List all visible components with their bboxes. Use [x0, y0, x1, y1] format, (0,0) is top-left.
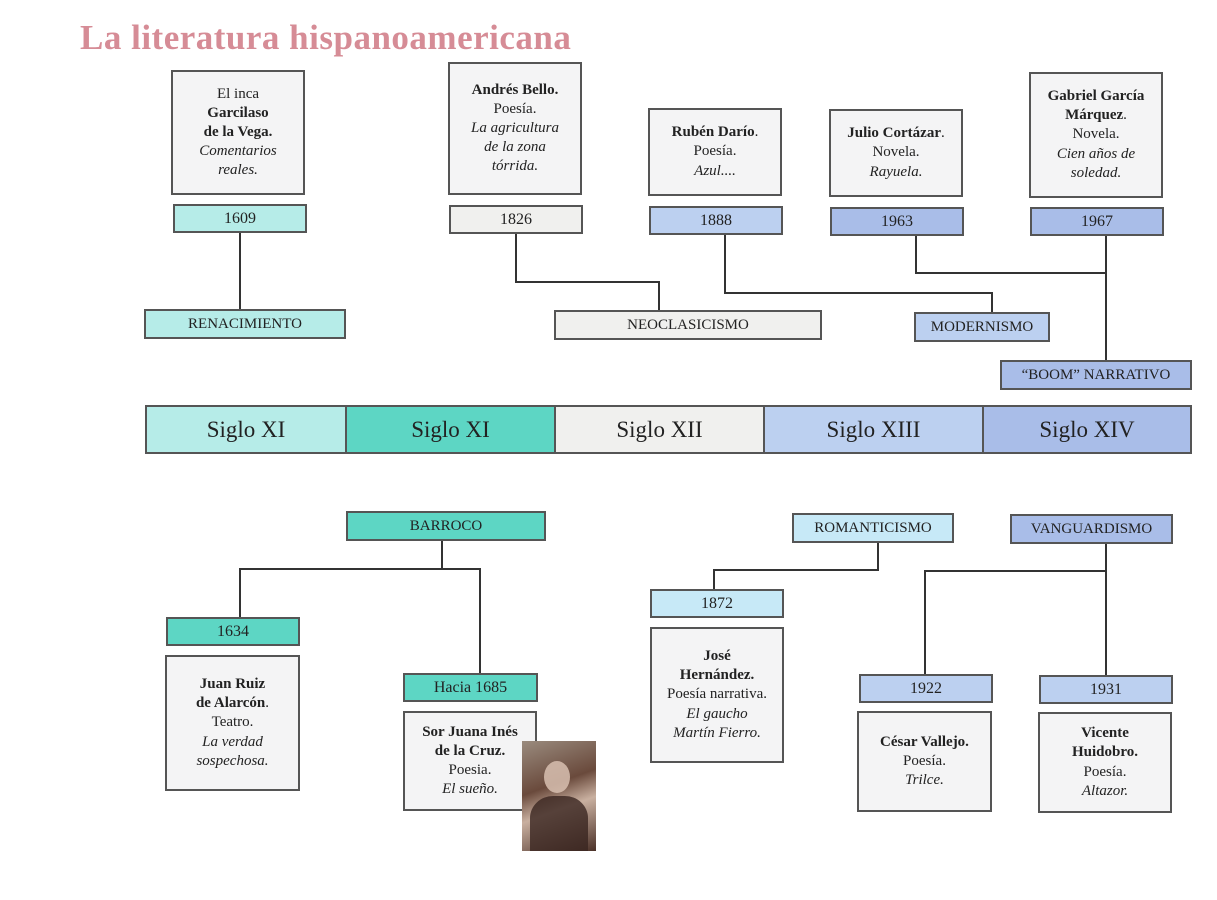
author-name: Gabriel García: [1047, 88, 1145, 105]
genre: Poesía narrativa.: [667, 686, 767, 703]
movement-romanticismo: ROMANTICISMO: [792, 513, 954, 543]
year-1922: 1922: [859, 674, 993, 703]
author-name: Juan Ruiz: [199, 676, 266, 693]
punctuation: .: [1123, 107, 1127, 124]
card-hernandez: José Hernández. Poesía narrativa. El gau…: [650, 627, 784, 763]
work-title: de la zona: [484, 139, 546, 156]
page-title: La literatura hispanoamericana: [80, 18, 572, 57]
author-name: Andrés Bello.: [471, 81, 559, 98]
century-segment: Siglo XI: [145, 405, 347, 454]
author-name: Garcilaso: [207, 104, 269, 121]
punctuation: .: [265, 695, 270, 712]
author-name: de Alarcón: [195, 695, 266, 712]
genre: Teatro.: [211, 714, 254, 731]
movement-renacimiento: RENACIMIENTO: [144, 309, 346, 339]
work-title: sospechosa.: [196, 752, 269, 769]
genre: Poesía.: [493, 100, 537, 117]
author-name: Sor Juana Inés: [422, 723, 518, 740]
work-title: Martín Fierro.: [673, 724, 761, 741]
work-title: El gaucho: [686, 705, 748, 722]
year-1826: 1826: [449, 205, 583, 234]
work-title: soledad.: [1070, 164, 1122, 181]
year-1963: 1963: [830, 207, 964, 236]
genre: Poesía.: [903, 752, 946, 769]
card-dario: Rubén Darío. Poesía. Azul....: [648, 108, 782, 196]
century-segment: Siglo XI: [345, 405, 556, 454]
century-segment: Siglo XIV: [982, 405, 1192, 454]
work-title: Azul....: [694, 162, 736, 179]
author-name: Márquez: [1065, 107, 1124, 124]
century-segment: Siglo XII: [554, 405, 765, 454]
work-title: Trilce.: [905, 772, 944, 789]
author-name: Rubén Darío: [671, 124, 755, 141]
work-title: Rayuela.: [869, 163, 923, 180]
year-1967: 1967: [1030, 207, 1164, 236]
portrait-image: [522, 741, 596, 851]
movement-neoclasicismo: NEOCLASICISMO: [554, 310, 822, 340]
author-name: César Vallejo.: [880, 733, 969, 750]
year-1634: 1634: [166, 617, 300, 646]
card-sor-juana: Sor Juana Inés de la Cruz. Poesia. El su…: [403, 711, 537, 811]
work-title: Altazor.: [1081, 782, 1129, 799]
work-title: tórrida.: [491, 158, 539, 175]
author-name: de la Vega.: [203, 123, 273, 140]
work-title: Cien años de: [1056, 145, 1136, 162]
work-title: La verdad: [202, 733, 263, 750]
card-line: El inca: [216, 85, 260, 102]
work-title: reales.: [218, 162, 258, 179]
genre: Novela.: [1072, 126, 1120, 143]
work-title: El sueño.: [442, 781, 498, 798]
card-cortazar: Julio Cortázar. Novela. Rayuela.: [829, 109, 963, 197]
author-name: Hernández.: [679, 667, 755, 684]
genre: Poesia.: [448, 762, 492, 778]
year-1888: 1888: [649, 206, 783, 235]
century-segment: Siglo XIII: [763, 405, 984, 454]
card-huidobro: Vicente Huidobro. Poesía. Altazor.: [1038, 712, 1172, 813]
year-1931: 1931: [1039, 675, 1173, 704]
year-hacia-1685: Hacia 1685: [403, 673, 538, 702]
year-1872: 1872: [650, 589, 784, 618]
movement-vanguardismo: VANGUARDISMO: [1010, 514, 1173, 544]
movement-boom-narrativo: “BOOM” NARRATIVO: [1000, 360, 1192, 390]
punctuation: .: [754, 124, 759, 141]
card-garcia-marquez: Gabriel García Márquez. Novela. Cien año…: [1029, 72, 1163, 198]
card-vallejo: César Vallejo. Poesía. Trilce.: [857, 711, 992, 812]
genre: Novela.: [872, 144, 920, 161]
author-name: de la Cruz.: [434, 742, 506, 759]
punctuation: .: [940, 125, 945, 142]
card-bello: Andrés Bello. Poesía. La agricultura de …: [448, 62, 582, 195]
movement-modernismo: MODERNISMO: [914, 312, 1050, 342]
work-title: Comentarios: [199, 143, 277, 160]
genre: Poesía.: [693, 143, 737, 160]
author-name: Julio Cortázar: [847, 125, 941, 142]
movement-barroco: BARROCO: [346, 511, 546, 541]
author-name: Huidobro.: [1072, 744, 1138, 761]
year-1609: 1609: [173, 204, 307, 233]
author-name: José: [703, 648, 731, 665]
card-alarcon: Juan Ruiz de Alarcón. Teatro. La verdad …: [165, 655, 300, 791]
work-title: La agricultura: [471, 119, 559, 136]
author-name: Vicente: [1081, 725, 1129, 742]
card-garcilaso: El inca Garcilaso de la Vega. Comentario…: [171, 70, 305, 195]
genre: Poesía.: [1083, 763, 1127, 780]
